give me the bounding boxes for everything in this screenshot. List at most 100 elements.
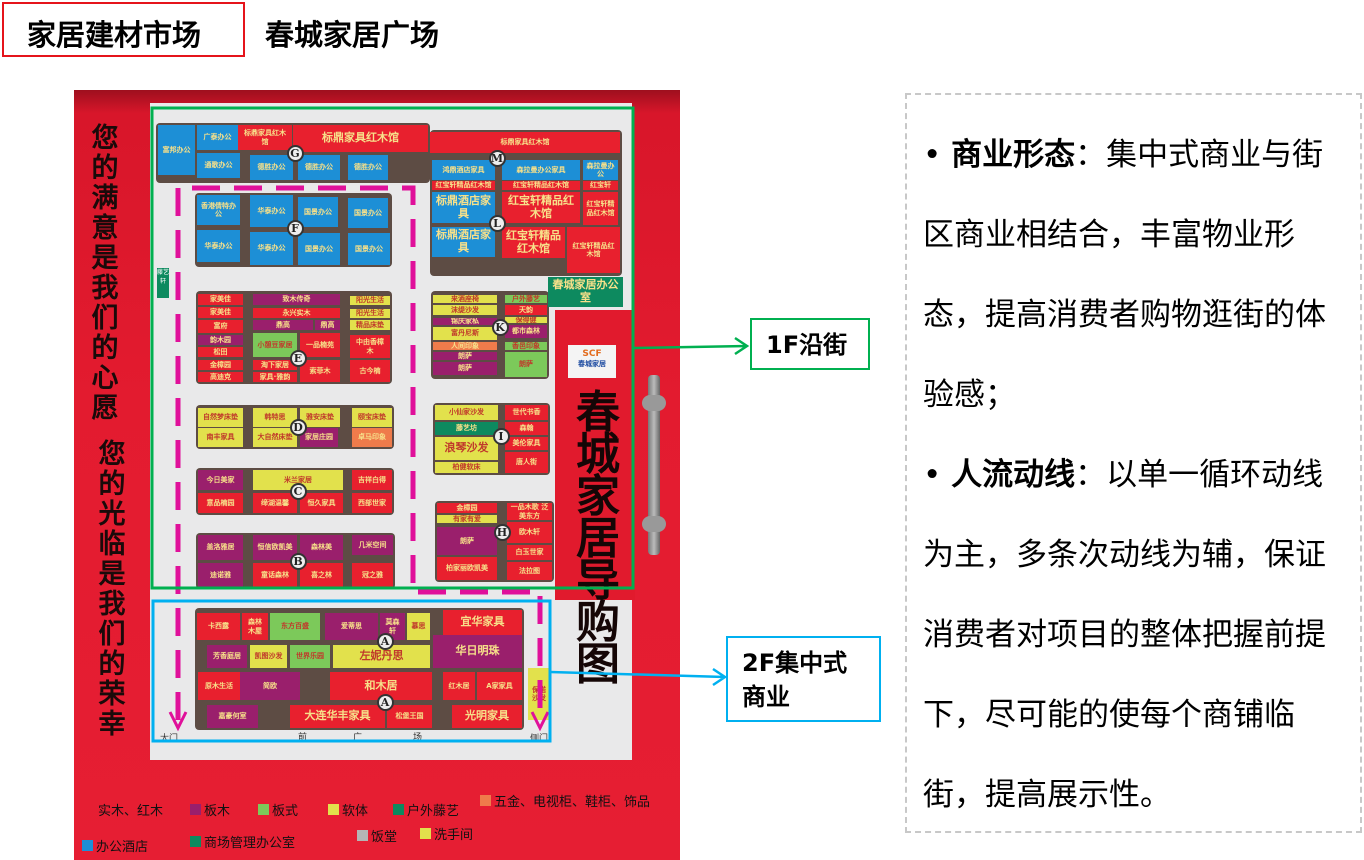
store-red: 童话森林 xyxy=(253,563,297,587)
store-blue: 国景办公 xyxy=(348,233,390,265)
store-teal: 藤艺坊 xyxy=(435,422,498,435)
store-blue: 德胜办公 xyxy=(250,155,293,180)
store-red: 金樟园 xyxy=(198,360,243,370)
legend-label: 板木 xyxy=(204,804,231,819)
node-marker: E xyxy=(289,349,307,367)
store-red: 家美佳 xyxy=(198,294,243,305)
logo-text: 春城家居 xyxy=(578,360,606,368)
store-yellow: 凯图沙发 xyxy=(250,645,287,668)
bullet-text: 以单一循环动线为主，多条次动线为辅，保证消费者对项目的整体把握前提下，尽可能的使… xyxy=(923,457,1326,813)
store-red: 冠之雅 xyxy=(352,563,393,587)
legend-label: 板式 xyxy=(272,804,299,819)
store-yellow: 来酒座椅 xyxy=(433,295,497,303)
store-red: 美伦家具 xyxy=(505,437,548,450)
store-red: 家具·雅韵 xyxy=(253,372,297,382)
legend-item: 办公酒店 xyxy=(82,836,148,855)
legend-swatch xyxy=(328,804,339,815)
legend-label: 饭堂 xyxy=(371,830,398,845)
legend-swatch xyxy=(393,804,404,815)
legend-swatch xyxy=(420,828,431,839)
store-red: 红宝轩精品红木馆 xyxy=(502,227,565,258)
legend-label: 户外藤艺 xyxy=(407,804,460,819)
store-purple: 嘉豪何室 xyxy=(207,705,258,728)
node-marker: M xyxy=(488,149,506,167)
store-purple: 简欧 xyxy=(240,672,300,700)
store-blue: 标鼎酒店家具 xyxy=(432,192,495,223)
store-purple: 都市森林 xyxy=(505,325,547,338)
store-blue: 香港倩特办公 xyxy=(197,195,240,225)
bullet-term: 人流动线 xyxy=(951,457,1076,493)
store-purple: 朗萨 xyxy=(433,352,497,360)
store-blue: 国景办公 xyxy=(298,233,340,265)
legend-label: 洗手间 xyxy=(434,828,474,843)
store-purple: 鼎高 xyxy=(315,320,340,330)
store-red: 红宝轩精品红木馆 xyxy=(432,181,495,190)
store-teal: 春城家居办公室 xyxy=(548,277,623,307)
store-yellow: 南丰家具 xyxy=(198,428,243,447)
store-red: 索菲木 xyxy=(300,360,340,382)
node-marker: H xyxy=(493,523,511,541)
store-red: 红宝轩 xyxy=(583,181,618,190)
legend-item: 户外藤艺 xyxy=(393,800,459,819)
node-marker: L xyxy=(488,214,506,232)
store-red: 喜之林 xyxy=(300,563,343,587)
handle-knob xyxy=(642,516,666,532)
store-blue: 森拉曼办公家具 xyxy=(502,160,580,180)
legend-item: 商场管理办公室 xyxy=(190,832,295,851)
callout-2f: 2F集中式商业 xyxy=(726,636,881,722)
legend-item: 五金、电视柜、鞋柜、饰品 xyxy=(480,791,650,810)
store-red: 中由香樟木 xyxy=(350,335,390,358)
store-red: 金樟园 xyxy=(437,503,497,513)
door-handle xyxy=(648,375,660,555)
bullet-business-form: • 商业形态：集中式商业与街区商业相结合，丰富物业形态，提高消费者购物逛街的体验… xyxy=(923,137,1326,413)
store-blue: 森拉曼办公 xyxy=(583,160,618,180)
store-blue: 华泰办公 xyxy=(197,230,240,262)
store-blue: 富邦办公 xyxy=(158,125,195,175)
slogan-right: 您的光临是我们的荣幸 xyxy=(98,439,126,740)
store-purple: 韵木园 xyxy=(198,335,243,345)
store-red: 松田 xyxy=(198,347,243,357)
store-green: 户外藤艺 xyxy=(505,295,547,303)
store-blue: 德胜办公 xyxy=(348,155,388,180)
store-yellow: 自然梦床垫 xyxy=(198,408,243,427)
square-label-1: 广 xyxy=(353,733,363,743)
store-blue: 华泰办公 xyxy=(250,232,293,265)
node-marker: D xyxy=(289,418,307,436)
route-arrow-right xyxy=(530,711,550,732)
legend-swatch xyxy=(82,840,93,851)
store-red: 一品楠苑 xyxy=(300,333,340,357)
store-red: 红宝轩精品红木馆 xyxy=(583,192,618,225)
store-purple: 几米空间 xyxy=(352,535,393,555)
store-yellow: 大自然床垫 xyxy=(253,428,297,447)
legend-item: 饭堂 xyxy=(357,826,397,845)
legend-label: 商场管理办公室 xyxy=(204,836,296,851)
store-red: 法拉图 xyxy=(507,562,552,580)
store-purple: 华日明珠 xyxy=(433,635,522,668)
zone-1f-outline xyxy=(150,106,635,590)
page-title: 春城家居广场 xyxy=(265,18,440,52)
map-title: 春城家居导购图 xyxy=(576,387,620,690)
store-blue: 鸿鼎酒店家具 xyxy=(432,160,495,180)
store-red: 富府 xyxy=(198,320,243,333)
store-red: 家美佳 xyxy=(198,307,243,318)
store-green: 香邑印象 xyxy=(505,342,547,350)
route-arrow-left xyxy=(168,711,188,732)
store-red: 唐人街 xyxy=(505,452,548,473)
node-marker: C xyxy=(289,482,307,500)
store-red: 大连华丰家具 xyxy=(290,705,385,728)
store-green: 东方百盛 xyxy=(270,613,320,640)
bullet-term: 商业形态 xyxy=(951,137,1076,173)
handle-knob xyxy=(642,395,666,411)
zone-2f-outline xyxy=(151,599,552,743)
store-red: 古今楠 xyxy=(350,360,390,382)
store-blue: 广泰办公 xyxy=(197,125,238,150)
store-yellow: 富丹尼斯 xyxy=(433,327,497,340)
store-red: 欧木轩 xyxy=(507,522,552,543)
store-yellow: 阳光生活 xyxy=(350,296,390,305)
store-orange: 卓马印象 xyxy=(352,428,392,447)
legend-label: 实木、红木 xyxy=(98,804,164,819)
store-purple: 芳香庭居 xyxy=(207,645,247,668)
store-purple: 今日美家 xyxy=(198,470,243,490)
node-marker: B xyxy=(289,552,307,570)
